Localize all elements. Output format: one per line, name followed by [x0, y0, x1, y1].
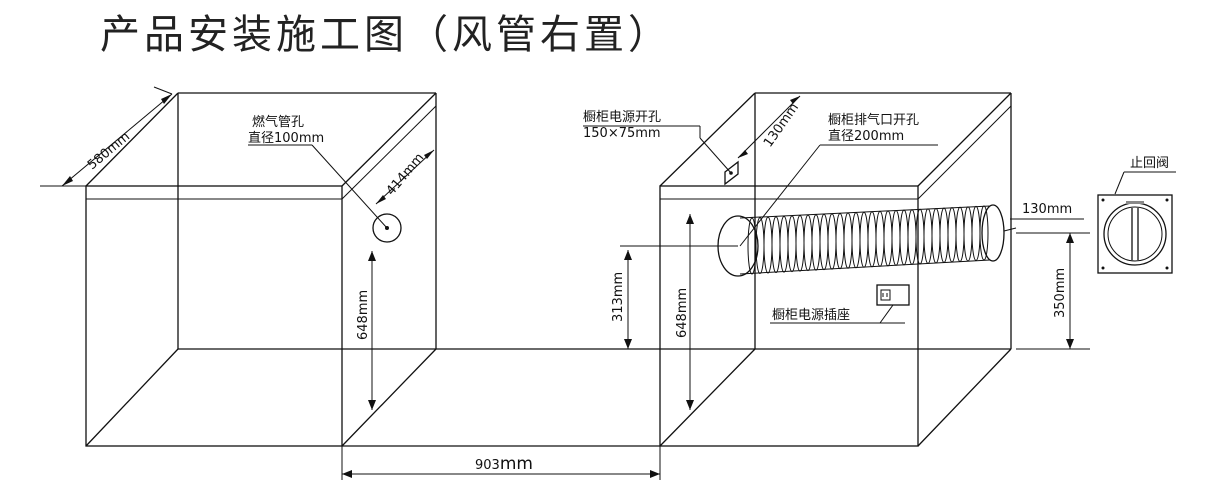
gas-hole-depth-label: 414mm — [384, 151, 428, 199]
duct-rib — [907, 209, 917, 265]
depth-dimension: 580mm — [40, 86, 173, 187]
gap-width-dimension: 903mm — [341, 446, 661, 480]
duct-rib — [859, 211, 869, 268]
duct-rib — [899, 209, 909, 266]
valve-dimensions: 130mm 350mm — [1010, 202, 1090, 350]
duct-rib — [827, 213, 837, 270]
valve-name: 止回阀 — [1130, 156, 1169, 171]
duct-rib — [843, 212, 853, 269]
duct-rib — [963, 206, 973, 262]
valve-offset-label: 130mm — [1022, 202, 1072, 217]
duct-rib — [939, 207, 949, 263]
power-hole-name: 橱柜电源开孔 — [583, 110, 661, 125]
outlet-height-label: 313mm — [611, 272, 626, 322]
left-cabinet — [85, 92, 437, 447]
duct-rib — [891, 210, 901, 266]
duct-rib — [795, 215, 805, 272]
duct-rib — [771, 216, 781, 274]
duct-rib — [835, 212, 845, 270]
duct-rib — [947, 207, 957, 263]
socket-name: 橱柜电源插座 — [772, 308, 850, 323]
duct-rib — [787, 215, 797, 273]
exhaust-height-dimension: 648mm — [675, 214, 694, 410]
socket-box — [876, 284, 910, 306]
duct-rib — [803, 214, 813, 272]
gap-width-label: 903mm — [475, 454, 533, 474]
duct-rib — [819, 213, 829, 271]
power-socket: 橱柜电源插座 — [770, 284, 910, 324]
exhaust-hole-name: 橱柜排气口开孔 — [828, 112, 919, 128]
diagram-title: 产品安装施工图（风管右置） — [100, 12, 672, 58]
duct-rib — [915, 208, 925, 265]
duct-rib — [955, 206, 965, 262]
valve-height-label: 350mm — [1053, 268, 1068, 318]
power-hole-shape — [724, 160, 739, 186]
exhaust-duct: 橱柜排气口开孔 直径200mm — [717, 112, 1017, 277]
duct-rib — [971, 205, 981, 261]
gas-hole-height-label: 648mm — [356, 290, 371, 340]
gas-hole-diameter: 直径100mm — [248, 131, 324, 146]
duct-rib — [875, 210, 885, 267]
gas-pipe-hole: 燃气管孔 直径100mm 414mm 648mm — [248, 114, 435, 410]
power-hole: 橱柜电源开孔 150×75mm 130mm — [583, 95, 802, 186]
duct-rib — [755, 217, 765, 275]
check-valve: 止回阀 — [1097, 156, 1176, 274]
duct-rib — [779, 215, 789, 273]
duct-rib — [979, 205, 989, 261]
outlet-height-dimension: 313mm — [611, 245, 738, 349]
gas-hole-name: 燃气管孔 — [252, 114, 304, 130]
power-hole-depth-label: 130mm — [761, 101, 802, 151]
gas-hole-circle — [372, 213, 402, 243]
duct-rib — [851, 212, 861, 269]
exhaust-hole-diameter: 直径200mm — [828, 129, 904, 144]
right-cabinet — [659, 92, 1012, 447]
valve-plate — [1097, 194, 1173, 274]
depth-label: 580mm — [85, 129, 133, 173]
power-hole-size: 150×75mm — [583, 126, 661, 141]
duct-rib — [931, 207, 941, 264]
duct-rib — [923, 208, 933, 264]
duct-rib — [811, 214, 821, 271]
duct-rib — [883, 210, 893, 267]
duct-rib — [763, 216, 773, 274]
exhaust-height-label: 648mm — [675, 288, 690, 338]
duct-rib — [867, 211, 877, 268]
